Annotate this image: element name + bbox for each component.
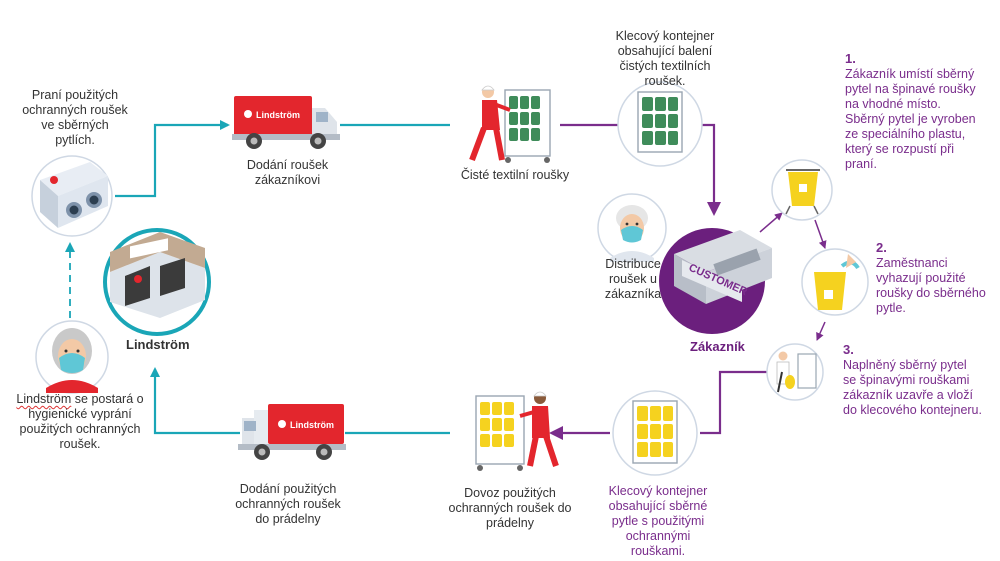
worker-pushing-cage-icon [475,391,559,471]
customer-workplace-icon [659,228,772,334]
step-1-text: Zákazník umístí sběrný pytel na špinavé … [845,67,976,171]
arrow-washing-to-truck [115,120,230,198]
truck-bottom-logo: Lindström [290,420,334,430]
cage-clean-label: Klecový kontejner obsahující balení čist… [615,29,715,88]
step-1-number: 1. [845,51,856,66]
worker-pushing-cage-icon [469,85,551,163]
cage-dirty-label: Klecový kontejner obsahující sběrné pytl… [608,484,708,558]
flow-connectors [65,120,827,440]
bag-throw-icon [801,248,869,316]
arrow-truck-to-lindstrom [150,367,240,435]
washing-machine-icon [31,155,113,237]
transport-laundry-label: Dovoz použitých ochranných roušek do prá… [448,486,572,530]
cage-container-icon [612,390,698,476]
lindstrom-care-word: Lindström [16,392,72,406]
distribution-label: Distribuce roušek u zákazníka [604,257,662,301]
lindstrom-building-icon [103,228,211,336]
washing-label: Praní použitých ochranných roušek ve sbě… [22,88,128,147]
step-2-text: Zaměstnanci vyhazují použité roušky do s… [876,256,986,315]
lindstrom-care-label: Lindström se postará o hygienické vyprán… [10,392,150,452]
arrow-customer-to-step1 [759,212,783,233]
cage-container-icon [617,81,703,167]
step-3-text: Naplněný sběrný pytel se špinavými roušk… [843,358,982,417]
step-2-number: 2. [876,240,887,255]
delivery-laundry-label: Dodání použitých ochranných roušek do pr… [235,482,341,526]
truck-top-logo: Lindström [256,110,300,120]
arrow-worker-to-cage [560,123,721,216]
collection-bag-stand-icon [771,159,833,221]
customer-name: Zákazník [690,339,745,354]
arrow-step3-to-cage [700,370,770,435]
delivery-truck-icon [238,404,346,460]
bag-worker-icon [766,343,824,401]
masked-worker-icon [597,193,667,263]
clean-masks-label: Čisté textilní roušky [460,168,570,182]
lindstrom-name: Lindström [126,337,190,352]
delivery-customer-label: Dodání roušek zákazníkovi [246,158,329,187]
lindstrom-care-text: se postará o hygienické vyprání použitýc… [19,392,144,451]
step-3-number: 3. [843,342,854,357]
arrow-step1-to-step2 [814,219,827,249]
delivery-truck-icon [232,96,340,149]
arrow-step2-to-step3 [816,321,826,341]
masked-woman-icon [35,320,109,394]
